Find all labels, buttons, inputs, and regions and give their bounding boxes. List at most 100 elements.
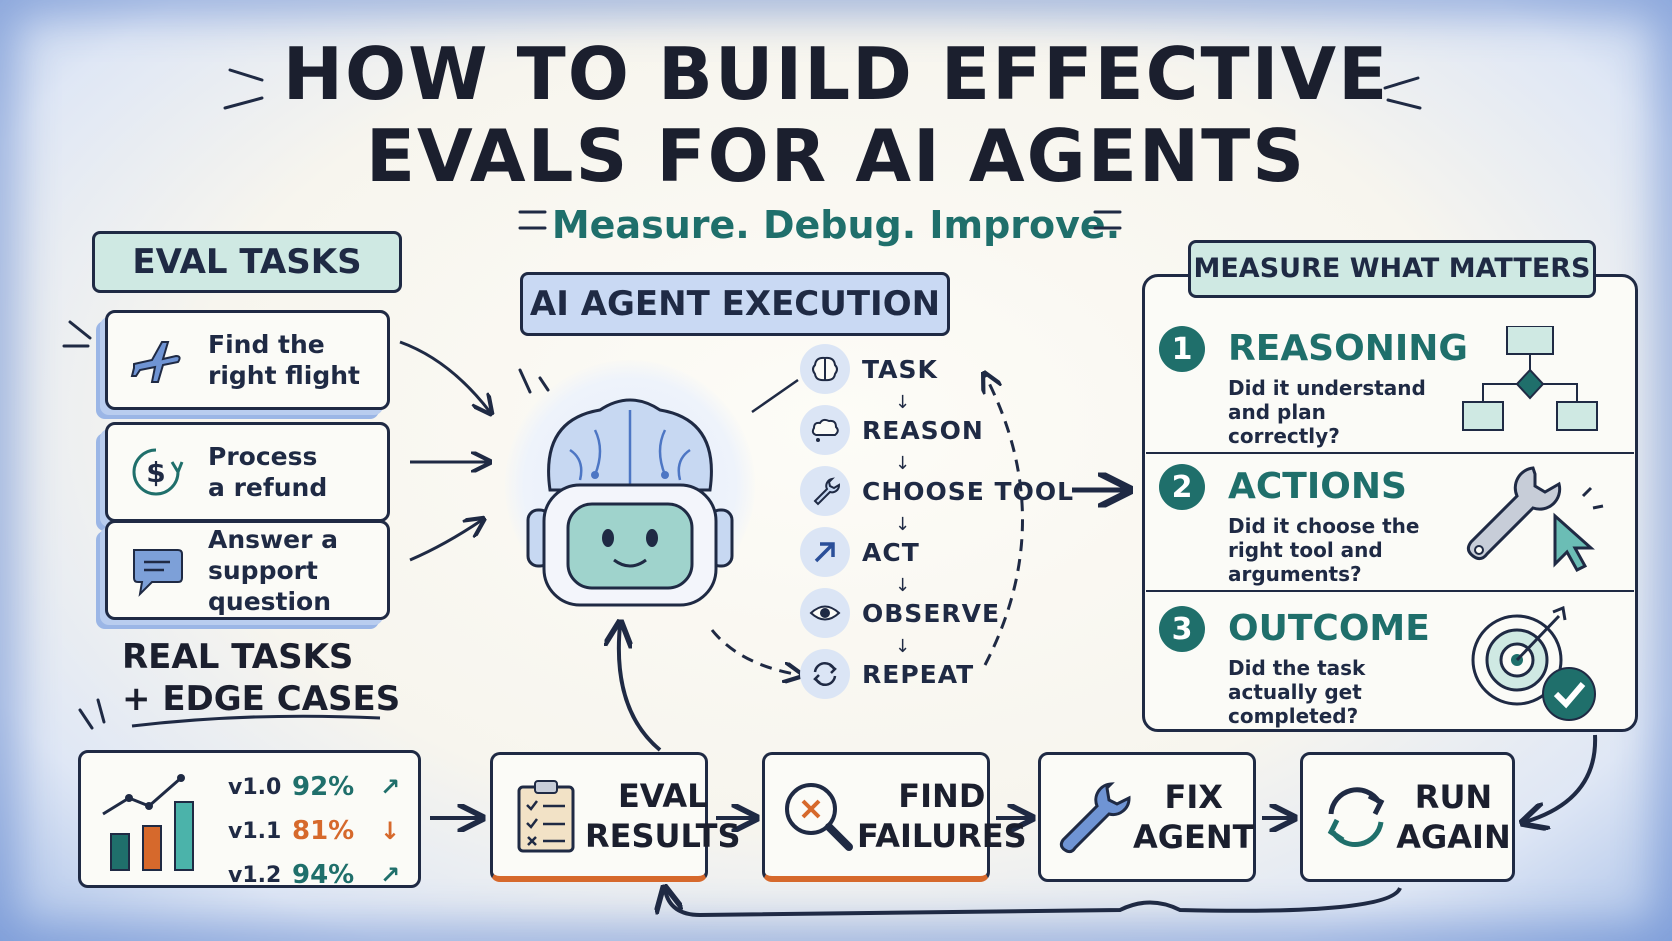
clipboard-checklist-icon [517, 779, 575, 852]
caption-line-1: REAL TASKS [122, 637, 354, 677]
metric-question-line: Did the task [1228, 656, 1366, 680]
eval-results-box: EVAL RESULTS [490, 752, 741, 882]
flowchart-icon [1462, 326, 1598, 431]
result-score: 94% [292, 860, 355, 890]
dashed-arrow-to-repeat [710, 629, 800, 675]
fix-agent-box: FIX AGENT [1038, 752, 1256, 882]
trend-up-icon: ↗ [380, 861, 401, 889]
svg-text:$: $ [146, 456, 165, 489]
box-label-line: FAILURES [857, 816, 1027, 855]
metric-actions: 2 ACTIONS Did it choose the right tool a… [1155, 458, 1625, 598]
refresh-icon [1327, 787, 1385, 847]
eval-tasks-header: EVAL TASKS [92, 231, 402, 293]
chat-bubble-icon [133, 549, 183, 597]
wrench-cursor-icon [1466, 466, 1604, 572]
results-row: v1.0 92% ↗ [228, 765, 410, 809]
step-label-repeat: REPEAT [862, 659, 975, 689]
metric-name: REASONING [1228, 328, 1468, 369]
box-label-line: AGENT [1133, 818, 1255, 856]
metric-name: ACTIONS [1228, 466, 1407, 507]
airplane-icon [130, 341, 181, 383]
dollar-refund-icon: $ [132, 448, 184, 496]
target-check-icon [1471, 606, 1596, 721]
task-label-2b: a refund [208, 473, 328, 502]
metric-number: 2 [1159, 464, 1205, 510]
thought-cloud-icon [811, 418, 839, 442]
title-line-2: Evals for AI Agents [365, 114, 1307, 198]
task-label-3a: Answer a [208, 524, 338, 554]
results-row: v1.2 94% ↗ [228, 853, 410, 897]
metric-divider [1146, 452, 1634, 454]
metric-question-line: and plan correctly? [1228, 400, 1340, 448]
caption-line-2: + EDGE CASES [122, 679, 401, 719]
step-repeat: REPEAT [800, 649, 974, 699]
metric-question-line: Did it understand [1228, 376, 1426, 400]
result-version: v1.0 [228, 774, 282, 800]
step-label-act: ACT [862, 537, 920, 567]
arrow-task-to-agent [409, 520, 482, 562]
step-observe: OBSERVE [800, 588, 1000, 638]
step-label-task: TASK [862, 354, 938, 384]
metric-question: Did the task actually get completed? [1228, 656, 1438, 728]
metric-question-line: actually get [1228, 680, 1362, 704]
trend-up-icon: ↗ [380, 773, 401, 801]
repeat-icon [813, 662, 837, 686]
eye-icon [809, 605, 841, 621]
result-version: v1.1 [228, 818, 282, 844]
task-label-1a: Find the [208, 330, 325, 359]
box-label-line: EVAL [617, 776, 708, 815]
wrench-icon [1059, 782, 1131, 854]
step-label-reason: REASON [862, 415, 984, 445]
wrench-icon [813, 477, 840, 506]
measure-header: MEASURE WHAT MATTERS [1188, 240, 1596, 298]
box-label-line: FIND [898, 776, 986, 815]
results-chart-box [78, 750, 421, 888]
metric-number: 3 [1159, 606, 1205, 652]
result-score: 92% [292, 772, 355, 802]
brain-icon [812, 356, 838, 382]
arrow-results-to-agent [619, 625, 662, 752]
metric-name: OUTCOME [1228, 608, 1430, 649]
agent-execution-header: AI AGENT EXECUTION [520, 272, 950, 336]
trend-down-icon: ↓ [380, 817, 401, 845]
metric-number: 1 [1159, 326, 1205, 372]
step-task: TASK [800, 344, 938, 394]
task-label-1b: right flight [208, 361, 360, 390]
edge-cases-caption: REAL TASKS + EDGE CASES [122, 636, 400, 720]
task-label-3b: support question [208, 555, 332, 616]
metric-question-line: arguments? [1228, 562, 1362, 586]
magnifier-x-icon [785, 782, 853, 851]
arrow-up-right-icon [814, 542, 835, 563]
task-card-support: Answer a support question [105, 520, 390, 620]
bar-chart-icon [102, 774, 194, 871]
arrow-task-to-agent [399, 340, 490, 412]
step-reason: REASON [800, 405, 984, 455]
metric-question: Did it understand and plan correctly? [1228, 376, 1438, 448]
step-act: ACT [800, 527, 920, 577]
arrow-measure-to-run [1525, 734, 1598, 822]
find-failures-box: FIND FAILURES [762, 752, 1027, 882]
step-label-choose-tool: CHOOSE TOOL [862, 476, 1075, 506]
task-card-refund: $ Process a refund [105, 422, 390, 522]
box-label-line: FIX [1164, 778, 1223, 816]
box-label-line: RUN [1414, 778, 1493, 816]
metric-question-line: completed? [1228, 704, 1359, 728]
metric-divider [1146, 590, 1634, 592]
metric-question: Did it choose the right tool and argumen… [1228, 514, 1438, 586]
result-version: v1.2 [228, 862, 282, 888]
task-label-2a: Process [208, 442, 318, 471]
metric-question-line: right tool and [1228, 538, 1383, 562]
title-line-1: How to Build Effective [282, 32, 1390, 116]
task-card-flight: Find the right flight [105, 310, 390, 410]
loop-back-arrow [665, 888, 1402, 918]
results-row: v1.1 81% ↓ [228, 809, 410, 853]
box-label-line: AGAIN [1396, 818, 1511, 856]
metric-outcome: 3 OUTCOME Did the task actually get comp… [1155, 600, 1625, 740]
box-label-line: RESULTS [585, 816, 741, 855]
step-label-observe: OBSERVE [862, 598, 1001, 628]
robot-icon [526, 398, 734, 607]
run-again-box: RUN AGAIN [1300, 752, 1515, 882]
step-choose-tool: CHOOSE TOOL [800, 466, 1074, 516]
robot-pointer-line [751, 378, 799, 414]
metric-reasoning: 1 REASONING Did it understand and plan c… [1155, 320, 1625, 460]
